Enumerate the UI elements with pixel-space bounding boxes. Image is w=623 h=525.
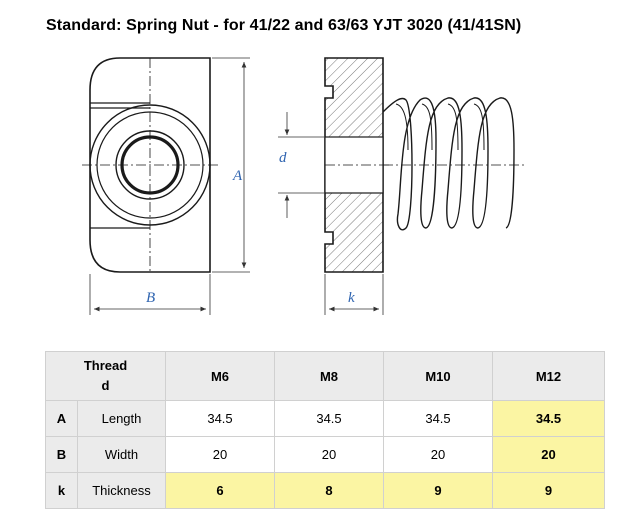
dimension-label-a: A — [232, 168, 243, 184]
row-name: Width — [77, 436, 166, 473]
row-symbol: k — [45, 472, 78, 509]
table-cell: 34.5 — [165, 400, 275, 437]
page-title: Standard: Spring Nut - for 41/22 and 63/… — [46, 17, 522, 34]
thread-hole — [120, 135, 180, 195]
dimension-d — [278, 112, 324, 218]
table-cell-highlighted: 8 — [274, 472, 384, 509]
dimension-label-d: d — [279, 150, 287, 166]
table-cell-highlighted: 6 — [165, 472, 275, 509]
nut-outline — [89, 57, 211, 273]
table-row: k Thickness 6 8 9 9 — [45, 472, 605, 509]
dimension-label-b: B — [146, 290, 155, 306]
header-size: M12 — [492, 351, 605, 401]
table-cell: 20 — [165, 436, 275, 473]
side-view — [324, 57, 390, 273]
dimension-b — [89, 274, 211, 315]
header-thread-symbol: d — [101, 378, 110, 393]
outer-ring — [89, 104, 211, 226]
header-size: M10 — [383, 351, 493, 401]
table-header-row: Thread d M6 M8 M10 M12 — [45, 351, 605, 401]
table-row: B Width 20 20 20 20 — [45, 436, 605, 473]
header-size: M6 — [165, 351, 275, 401]
header-thread: Thread d — [45, 351, 166, 401]
table-cell: 20 — [274, 436, 384, 473]
front-view — [82, 57, 220, 273]
table-cell: 34.5 — [274, 400, 384, 437]
dimension-label-k: k — [348, 290, 355, 306]
dimension-a — [212, 57, 250, 273]
row-symbol: B — [45, 436, 78, 473]
table-cell: 34.5 — [383, 400, 493, 437]
table-cell-highlighted: 34.5 — [492, 400, 605, 437]
row-name: Length — [77, 400, 166, 437]
dimension-k — [324, 274, 384, 315]
header-thread-label: Thread — [83, 358, 128, 373]
table-cell-highlighted: 20 — [492, 436, 605, 473]
table-row: A Length 34.5 34.5 34.5 34.5 — [45, 400, 605, 437]
table-cell-highlighted: 9 — [383, 472, 493, 509]
spec-table: Thread d M6 M8 M10 M12 A Length 34.5 34.… — [45, 351, 605, 509]
row-symbol: A — [45, 400, 78, 437]
table-cell: 20 — [383, 436, 493, 473]
spring — [382, 97, 525, 231]
header-size: M8 — [274, 351, 384, 401]
table-cell-highlighted: 9 — [492, 472, 605, 509]
technical-drawing: A B d k — [82, 57, 525, 315]
row-name: Thickness — [77, 472, 166, 509]
